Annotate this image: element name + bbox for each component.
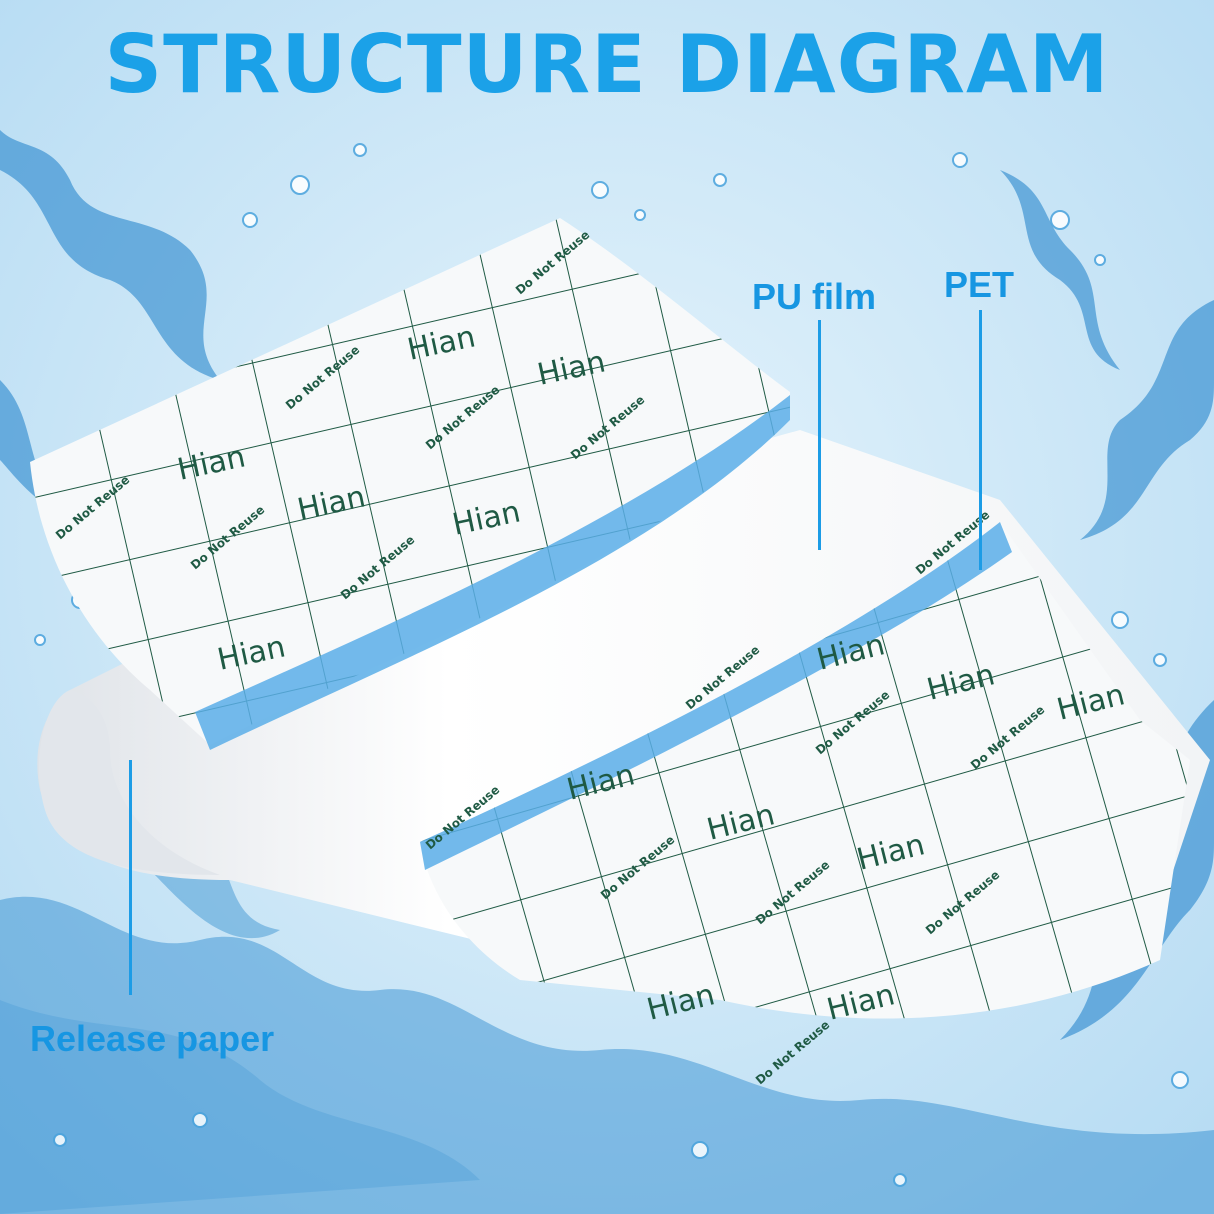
pu-film-label: PU film xyxy=(752,276,877,317)
pu-film-lower-sheet xyxy=(420,522,1190,1019)
pu-film-upper-sheet xyxy=(30,218,790,750)
pet-leader-line xyxy=(979,310,982,570)
diagram-title: STRUCTURE DIAGRAM xyxy=(104,18,1110,111)
pet-band-lower xyxy=(420,522,1012,870)
release-paper-label: Release paper xyxy=(30,1018,275,1059)
release-paper-leader-line xyxy=(129,760,132,995)
pet-band-upper xyxy=(195,395,790,750)
pu-film-leader-line xyxy=(818,320,821,550)
pet-label: PET xyxy=(944,264,1015,305)
